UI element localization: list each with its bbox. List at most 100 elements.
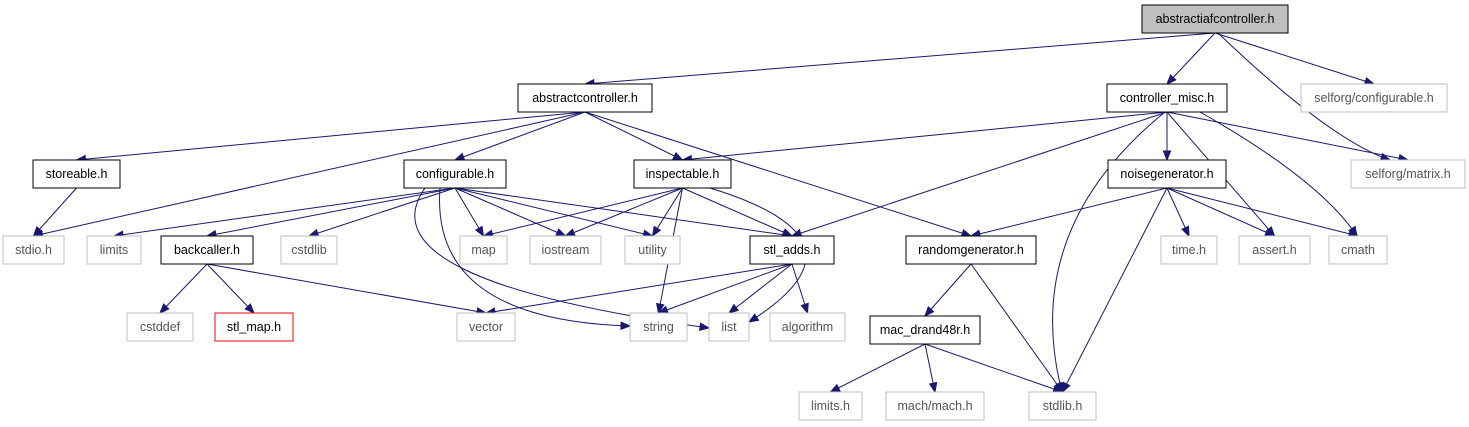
node-mac_drand48r-label: mac_drand48r.h xyxy=(880,323,970,337)
edge-stl_adds-to-algorithm-arrowhead xyxy=(800,302,809,315)
node-mach_mach-box xyxy=(885,391,985,421)
node-controller_misc[interactable]: controller_misc.h xyxy=(1106,83,1228,113)
node-mach_mach-label: mach/mach.h xyxy=(897,399,972,413)
edge-mac_drand48r-to-limits_h xyxy=(830,343,926,393)
edge-mac_drand48r-to-mach_mach-arrowhead xyxy=(928,381,938,394)
edge-randomgenerator-to-mac_drand48r xyxy=(924,263,972,317)
edge-storeable-to-stdio-arrowhead xyxy=(32,226,44,238)
edge-configurable-to-iostream-arrowhead xyxy=(555,228,567,237)
node-randomgenerator-box xyxy=(905,235,1037,265)
node-algorithm-box xyxy=(769,312,846,342)
edge-backcaller-to-vector xyxy=(206,263,487,314)
node-inspectable[interactable]: inspectable.h xyxy=(633,159,732,189)
node-selforg_matrix: selforg/matrix.h xyxy=(1350,159,1466,189)
edge-abstractiafcontroller-to-controller_misc-arrowhead xyxy=(1166,74,1177,85)
node-selforg_matrix-box xyxy=(1350,159,1466,189)
node-stl_map-label: stl_map.h xyxy=(227,320,281,334)
edge-inspectable-to-list-arrowhead xyxy=(747,313,760,323)
node-iostream-box xyxy=(529,235,602,265)
edge-backcaller-to-stl_map-arrowhead xyxy=(244,303,255,314)
edge-randomgenerator-to-mac_drand48r-arrowhead xyxy=(924,306,935,318)
node-configurable-box xyxy=(403,159,507,189)
node-configurable-label: configurable.h xyxy=(416,167,495,181)
edge-abstractcontroller-to-configurable-arrowhead xyxy=(453,152,466,161)
node-cstddef-box xyxy=(126,312,194,342)
node-mac_drand48r[interactable]: mac_drand48r.h xyxy=(869,315,981,345)
node-stdio-box xyxy=(2,235,65,265)
node-noisegenerator-label: noisegenerator.h xyxy=(1120,167,1213,181)
node-backcaller[interactable]: backcaller.h xyxy=(160,235,254,265)
node-controller_misc-label: controller_misc.h xyxy=(1120,91,1215,105)
node-stdlib-box xyxy=(1028,391,1097,421)
node-randomgenerator[interactable]: randomgenerator.h xyxy=(905,235,1037,265)
edge-backcaller-to-cstddef xyxy=(159,263,208,314)
node-stl_adds[interactable]: stl_adds.h xyxy=(749,235,835,265)
node-stdio: stdio.h xyxy=(2,235,65,265)
node-noisegenerator[interactable]: noisegenerator.h xyxy=(1107,159,1227,189)
node-abstractcontroller[interactable]: abstractcontroller.h xyxy=(517,83,653,113)
edge-stl_adds-to-list-arrowhead xyxy=(727,303,740,314)
edge-configurable-to-backcaller xyxy=(206,187,456,237)
edge-configurable-to-string xyxy=(439,187,631,327)
edge-configurable-to-cstdlib xyxy=(308,187,456,237)
node-vector: vector xyxy=(456,312,516,342)
edge-abstractcontroller-to-inspectable-arrowhead xyxy=(672,151,684,161)
edge-abstractiafcontroller-to-selforg_configurable xyxy=(1214,32,1375,85)
node-storeable[interactable]: storeable.h xyxy=(32,159,121,189)
node-list: list xyxy=(708,312,750,342)
edge-inspectable-to-utility-arrowhead xyxy=(651,225,662,238)
edge-noisegenerator-to-randomgenerator xyxy=(970,187,1168,237)
edges-layer xyxy=(32,32,1410,394)
node-limits_h-box xyxy=(798,391,863,421)
edge-configurable-to-list-arrowhead xyxy=(698,322,711,332)
edge-randomgenerator-to-stdlib xyxy=(970,263,1063,393)
node-selforg_configurable-label: selforg/configurable.h xyxy=(1314,91,1434,105)
node-utility: utility xyxy=(624,235,681,265)
node-limits_h: limits.h xyxy=(798,391,863,421)
edge-stl_adds-to-list xyxy=(728,263,793,314)
node-stl_adds-box xyxy=(749,235,835,265)
edge-abstractcontroller-to-storeable xyxy=(76,111,586,161)
edge-abstractcontroller-to-randomgenerator xyxy=(584,111,972,237)
node-randomgenerator-label: randomgenerator.h xyxy=(918,243,1024,257)
node-mac_drand48r-box xyxy=(869,315,981,345)
node-backcaller-box xyxy=(160,235,254,265)
node-map: map xyxy=(459,235,508,265)
edge-configurable-to-iostream xyxy=(454,187,566,237)
edge-abstractcontroller-to-configurable xyxy=(454,111,586,161)
node-time: time.h xyxy=(1160,235,1218,265)
node-iostream: iostream xyxy=(529,235,602,265)
node-configurable[interactable]: configurable.h xyxy=(403,159,507,189)
node-assert-label: assert.h xyxy=(1252,243,1297,257)
edge-controller_misc-to-cmath xyxy=(1199,111,1358,237)
node-vector-box xyxy=(456,312,516,342)
node-limits_h-label: limits.h xyxy=(811,399,850,413)
node-vector-label: vector xyxy=(469,320,503,334)
node-abstractiafcontroller[interactable]: abstractiafcontroller.h xyxy=(1141,4,1289,34)
edge-abstractcontroller-to-inspectable xyxy=(584,111,683,161)
node-cstdlib-label: cstdlib xyxy=(291,243,326,257)
node-mach_mach: mach/mach.h xyxy=(885,391,985,421)
edge-noisegenerator-to-cmath xyxy=(1166,187,1359,237)
node-time-box xyxy=(1160,235,1218,265)
node-cstddef: cstddef xyxy=(126,312,194,342)
node-map-label: map xyxy=(471,243,495,257)
node-stl_map[interactable]: stl_map.h xyxy=(214,312,294,342)
edge-abstractiafcontroller-to-abstractcontroller xyxy=(584,32,1216,85)
node-iostream-label: iostream xyxy=(542,243,590,257)
node-cmath: cmath xyxy=(1328,235,1388,265)
node-limits-box xyxy=(86,235,142,265)
node-assert: assert.h xyxy=(1238,235,1311,265)
edge-controller_misc-to-stdlib xyxy=(1052,111,1166,393)
node-abstractcontroller-label: abstractcontroller.h xyxy=(532,91,638,105)
node-abstractiafcontroller-box xyxy=(1141,4,1289,34)
node-stdio-label: stdio.h xyxy=(15,243,52,257)
edge-backcaller-to-stl_map xyxy=(206,263,255,314)
edge-inspectable-to-map xyxy=(483,187,683,237)
edge-mac_drand48r-to-limits_h-arrowhead xyxy=(829,383,841,393)
node-inspectable-label: inspectable.h xyxy=(646,167,720,181)
edge-noisegenerator-to-stdlib-arrowhead xyxy=(1061,381,1071,394)
node-selforg_matrix-label: selforg/matrix.h xyxy=(1365,167,1450,181)
node-list-label: list xyxy=(721,320,737,334)
